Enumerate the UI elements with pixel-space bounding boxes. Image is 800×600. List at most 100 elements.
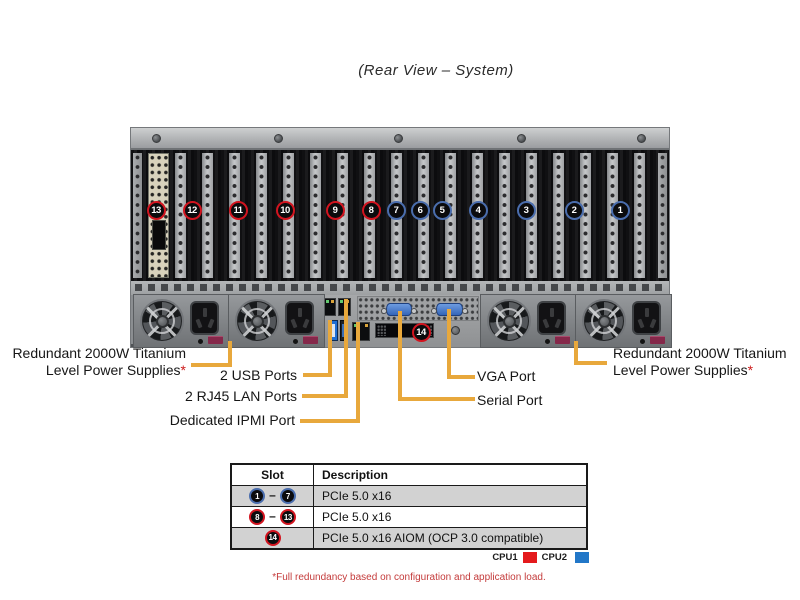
- cpu-legend: CPU1 CPU2: [492, 552, 589, 563]
- pcie-bracket: [202, 153, 213, 278]
- slot-badge-2: 2: [564, 200, 584, 220]
- slot-description-cell: PCIe 5.0 x16 AIOM (OCP 3.0 compatible): [313, 527, 588, 549]
- chassis-mid-rail: [131, 281, 669, 295]
- table-header-row: Slot Description: [230, 463, 588, 486]
- slot-badge-8: 8: [361, 200, 381, 220]
- slot-badge-3: 3: [516, 200, 536, 220]
- description-column-header: Description: [313, 463, 588, 486]
- pcie-bracket: [310, 153, 321, 278]
- power-inlet: [190, 301, 219, 335]
- range-dash: –: [269, 488, 276, 503]
- figure-title: (Rear View – System): [358, 62, 514, 79]
- lan-callout-line: [344, 299, 348, 398]
- psu-right-callout-line: [574, 361, 607, 365]
- label-psu-left: Redundant 2000W Titanium Level Power Sup…: [12, 345, 186, 378]
- power-supply-1: [133, 294, 230, 348]
- cpu1-color-swatch: [522, 552, 537, 563]
- pcie-bracket: [580, 153, 591, 278]
- slot-badge-4: 4: [468, 200, 488, 220]
- psu-latch: [650, 336, 665, 344]
- psu-latch: [303, 336, 318, 344]
- psu-latch: [208, 336, 223, 344]
- range-dash: –: [269, 509, 276, 524]
- label-vga-port: VGA Port: [477, 368, 536, 384]
- chassis-top-rail: [131, 128, 669, 150]
- serial-callout-line: [398, 311, 402, 401]
- label-lan-ports: 2 RJ45 LAN Ports: [184, 388, 297, 404]
- slot-badge-11: 11: [228, 200, 248, 220]
- slot-range-cell: 8–13: [230, 506, 314, 528]
- power-inlet: [285, 301, 314, 335]
- redundancy-asterisk: *: [180, 362, 186, 378]
- pcie-bracket: [256, 153, 267, 278]
- lan-callout-line: [302, 394, 348, 398]
- slot-description-cell: PCIe 5.0 x16: [313, 506, 588, 528]
- vga-callout-line: [447, 375, 475, 379]
- power-supply-3: [480, 294, 577, 348]
- slot-badge-6: 6: [410, 200, 430, 220]
- slot-badge-7: 7: [279, 488, 296, 504]
- slot-badge-9: 9: [325, 200, 345, 220]
- label-ipmi-port: Dedicated IPMI Port: [169, 412, 295, 428]
- chassis-right-wall: [658, 153, 667, 278]
- power-supply-2: [228, 294, 325, 348]
- label-serial-port: Serial Port: [477, 392, 543, 408]
- slot-badge-14: 14: [264, 529, 281, 546]
- usb-callout-line: [303, 373, 332, 377]
- psu-fan-icon: [140, 299, 184, 343]
- psu-latch: [555, 336, 570, 344]
- slot-badge-12: 12: [182, 200, 202, 220]
- lan-port-1: [324, 298, 336, 316]
- power-inlet: [537, 301, 566, 335]
- slot-range-cell: 1–7: [230, 485, 314, 507]
- io-vent-plate: [357, 296, 479, 321]
- power-inlet: [632, 301, 661, 335]
- slot-badge-13: 13: [146, 200, 166, 220]
- cpu1-legend-label: CPU1: [492, 552, 518, 563]
- label-psu-right: Redundant 2000W Titanium Level Power Sup…: [613, 345, 787, 378]
- psu-io-area: [131, 294, 672, 348]
- psu-left-callout-line: [191, 363, 232, 367]
- slot-badge-8: 8: [249, 509, 266, 525]
- psu-right-callout-line: [574, 341, 578, 365]
- psu-left-callout-line: [228, 341, 232, 367]
- vga-callout-line: [447, 309, 451, 379]
- slot-13-connector-cutout: [152, 220, 166, 250]
- screw-icon: [394, 134, 403, 143]
- cpu2-color-swatch: [575, 552, 589, 563]
- slot-badge-1: 1: [610, 200, 630, 220]
- screw-icon: [274, 134, 283, 143]
- pcie-bracket: [553, 153, 564, 278]
- power-supply-4: [575, 294, 672, 348]
- label-usb-ports: 2 USB Ports: [219, 367, 297, 383]
- slot-badge-10: 10: [275, 200, 295, 220]
- psu-fan-icon: [235, 299, 279, 343]
- rear-io-panel: [323, 295, 481, 347]
- ipmi-port: [352, 322, 370, 341]
- table-row: 14 PCIe 5.0 x16 AIOM (OCP 3.0 compatible): [230, 527, 588, 549]
- pcie-bracket: [499, 153, 510, 278]
- pcie-bracket: [175, 153, 186, 278]
- pcie-bracket: [634, 153, 645, 278]
- usb-callout-line: [328, 320, 332, 377]
- slot-badge-5: 5: [432, 200, 452, 220]
- screw-icon: [517, 134, 526, 143]
- slot-description-cell: PCIe 5.0 x16: [313, 485, 588, 507]
- slot-badge-1: 1: [249, 488, 266, 504]
- redundancy-asterisk: *: [747, 362, 754, 378]
- screw-icon: [152, 134, 161, 143]
- screw-icon: [637, 134, 646, 143]
- chassis-left-wall: [133, 153, 142, 278]
- psu-fan-icon: [582, 299, 626, 343]
- serial-callout-line: [398, 397, 475, 401]
- cpu2-legend-label: CPU2: [541, 552, 567, 563]
- slot-column-header: Slot: [230, 463, 314, 486]
- thumbscrew-icon: [451, 326, 460, 335]
- ipmi-callout-line: [300, 419, 360, 423]
- slot-range-cell: 14: [230, 527, 314, 549]
